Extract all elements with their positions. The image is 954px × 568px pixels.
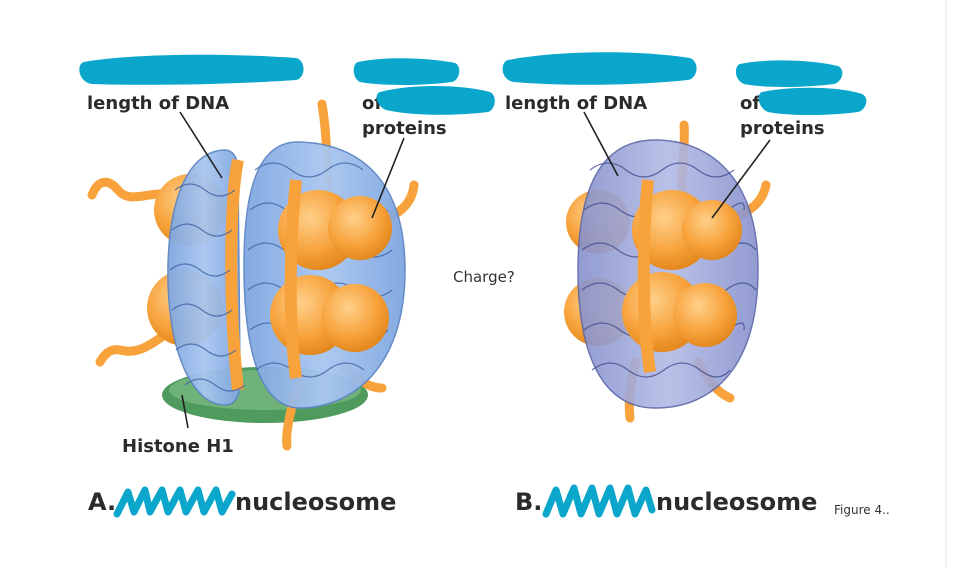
redaction-scribble: [542, 484, 656, 518]
dna-wrap-right: [243, 141, 406, 409]
histone-core-band: [637, 179, 656, 373]
histone-octamer-lobe: [328, 196, 392, 260]
caption-b-prefix: B.: [515, 488, 542, 516]
histone-octamer-lobe: [673, 283, 737, 347]
caption-redaction-scribbles: [113, 484, 656, 518]
caption-a-prefix: A.: [88, 488, 116, 516]
redaction-scribbles: [79, 52, 867, 115]
label-a-dna-length: length of DNA: [87, 93, 229, 114]
label-histone-h1: Histone H1: [122, 436, 234, 457]
charge-note: Charge?: [453, 268, 515, 286]
panel-b-nucleosome: [564, 120, 771, 423]
redaction-scribble: [79, 54, 304, 85]
histone-core-band: [284, 179, 302, 379]
redaction-scribble: [113, 486, 236, 518]
redaction-scribble: [376, 86, 495, 115]
histone-core-band: [225, 158, 244, 391]
histone-octamer-lobe: [321, 284, 389, 352]
histone-tail: [95, 325, 177, 367]
redaction-scribble: [735, 60, 843, 87]
leader-line-proteins-a: [371, 137, 405, 219]
label-b-dna-length: length of DNA: [505, 93, 647, 114]
redaction-scribble: [758, 87, 867, 115]
leader-line-proteins-b: [711, 139, 771, 219]
histone-octamer-lobe: [682, 200, 742, 260]
caption-b-suffix: nucleosome: [656, 488, 817, 516]
caption-a-suffix: nucleosome: [235, 488, 396, 516]
redaction-scribble: [502, 52, 697, 85]
redaction-scribble: [353, 58, 460, 85]
label-a-proteins: proteins: [362, 118, 447, 139]
figure-reference: Figure 4..: [834, 503, 890, 517]
leader-line-dna-b: [583, 111, 619, 177]
label-b-proteins: proteins: [740, 118, 825, 139]
label-b-of: of: [740, 93, 760, 114]
histone-tail: [87, 177, 177, 202]
leader-line-h1: [181, 394, 189, 429]
leader-line-dna-a: [179, 111, 223, 179]
panel-a-nucleosome: [87, 99, 419, 451]
